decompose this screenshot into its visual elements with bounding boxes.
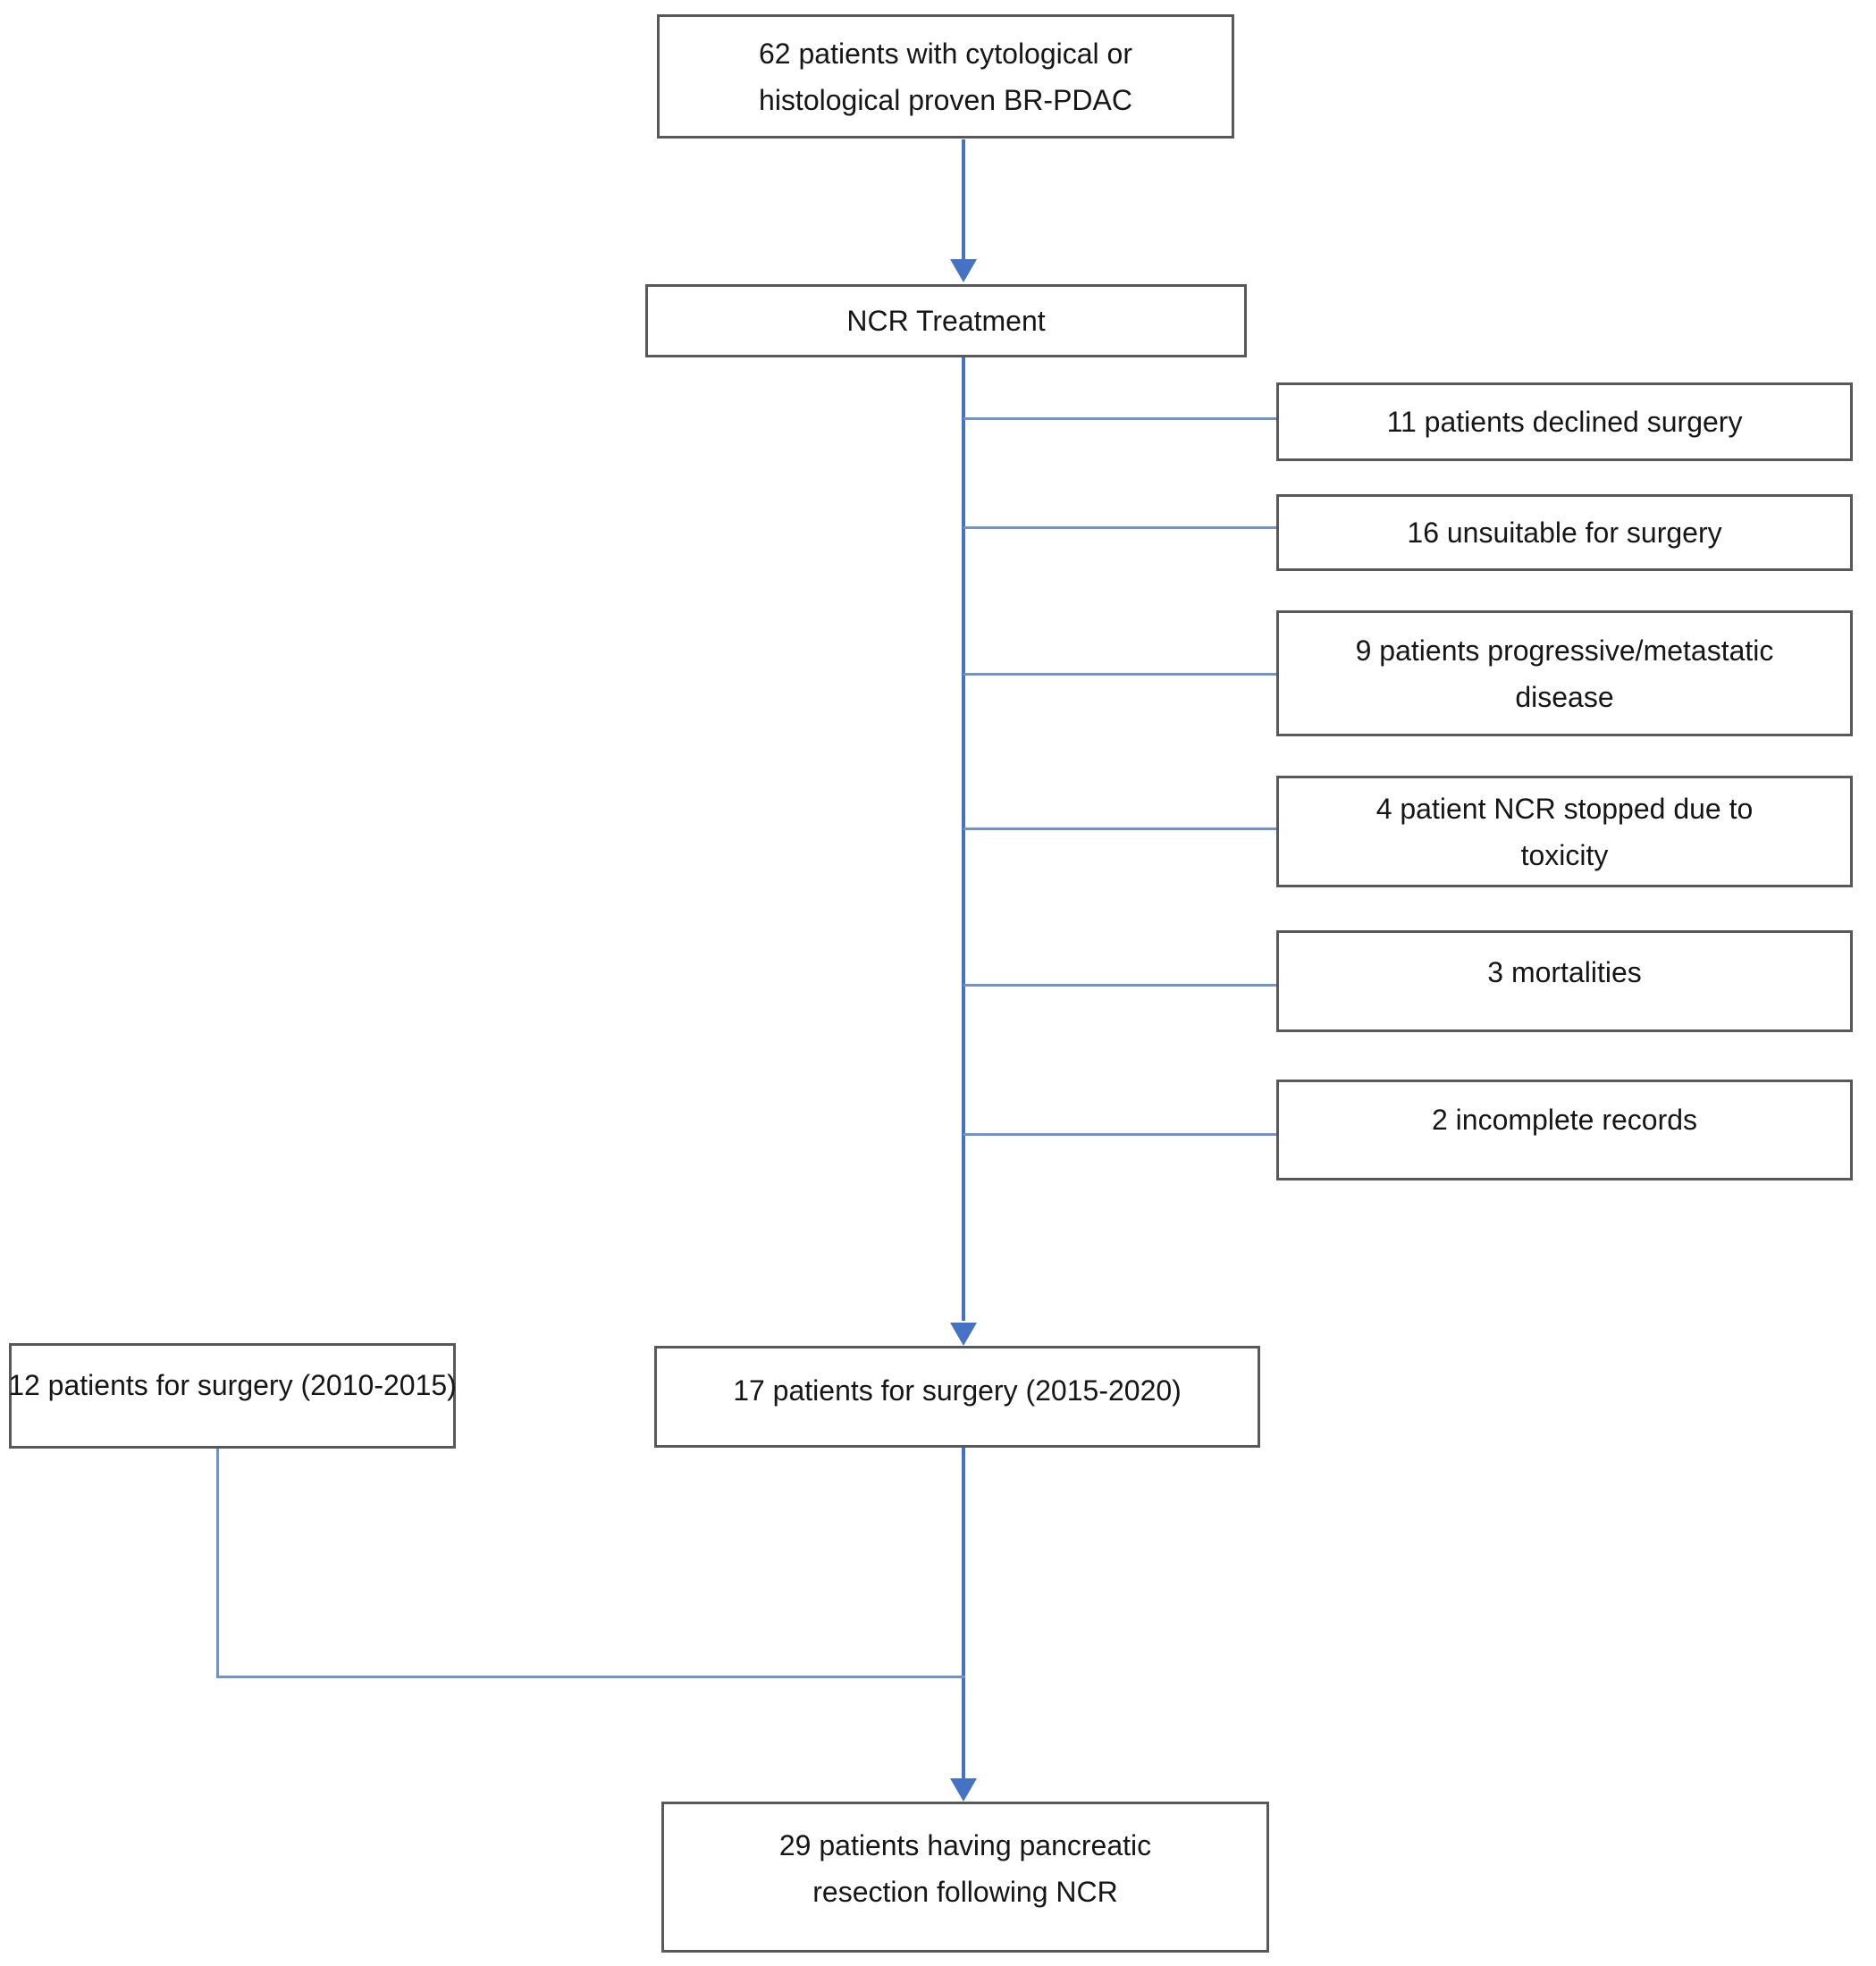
node-surgery-2010-2015: 12 patients for surgery (2010-2015) [8, 1343, 457, 1449]
arrowhead-treatment-icon [950, 259, 977, 282]
arrowhead-surgery-2015-2020-icon [950, 1323, 977, 1346]
node-incomplete-records-label: 2 incomplete records [1431, 1104, 1698, 1136]
line-treatment-spine [962, 357, 965, 1321]
stub-ncr-stopped-toxicity [963, 828, 1276, 830]
node-mortalities-label: 3 mortalities [1487, 956, 1642, 988]
node-progressive-disease-label: 9 patients progressive/metastatic diseas… [1355, 634, 1774, 713]
node-ncr-treatment-label: NCR Treatment [846, 305, 1046, 337]
node-mortalities: 3 mortalities [1276, 930, 1853, 1032]
node-unsuitable-surgery: 16 unsuitable for surgery [1276, 494, 1853, 571]
line-surgery-2010-down [216, 1449, 219, 1678]
node-surgery-2015-2020-label: 17 patients for surgery (2015-2020) [733, 1374, 1182, 1407]
node-pancreatic-resection: 29 patients having pancreatic resection … [661, 1802, 1269, 1953]
line-surgery-to-resection [962, 1448, 965, 1778]
node-pancreatic-resection-label: 29 patients having pancreatic resection … [778, 1829, 1152, 1908]
node-surgery-2010-2015-label: 12 patients for surgery (2010-2015) [8, 1369, 457, 1401]
stub-incomplete-records [963, 1133, 1276, 1136]
node-declined-surgery-label: 11 patients declined surgery [1386, 406, 1743, 438]
node-ncr-treatment: NCR Treatment [645, 284, 1247, 357]
node-ncr-stopped-toxicity-label: 4 patient NCR stopped due to toxicity [1375, 792, 1754, 871]
node-enrolled-label: 62 patients with cytological or histolog… [759, 37, 1132, 116]
node-progressive-disease: 9 patients progressive/metastatic diseas… [1276, 610, 1853, 736]
node-enrolled: 62 patients with cytological or histolog… [657, 14, 1234, 139]
stub-mortalities [963, 984, 1276, 987]
node-incomplete-records: 2 incomplete records [1276, 1080, 1853, 1180]
line-surgery-2010-merge [216, 1676, 965, 1678]
node-declined-surgery: 11 patients declined surgery [1276, 382, 1853, 461]
stub-unsuitable-surgery [963, 526, 1276, 529]
node-surgery-2015-2020: 17 patients for surgery (2015-2020) [654, 1346, 1260, 1448]
node-ncr-stopped-toxicity: 4 patient NCR stopped due to toxicity [1276, 776, 1853, 887]
stub-declined-surgery [963, 417, 1276, 420]
node-unsuitable-surgery-label: 16 unsuitable for surgery [1407, 517, 1722, 549]
arrowhead-resection-icon [950, 1778, 977, 1802]
line-enrolled-to-treatment [962, 139, 965, 259]
stub-progressive-disease [963, 673, 1276, 676]
